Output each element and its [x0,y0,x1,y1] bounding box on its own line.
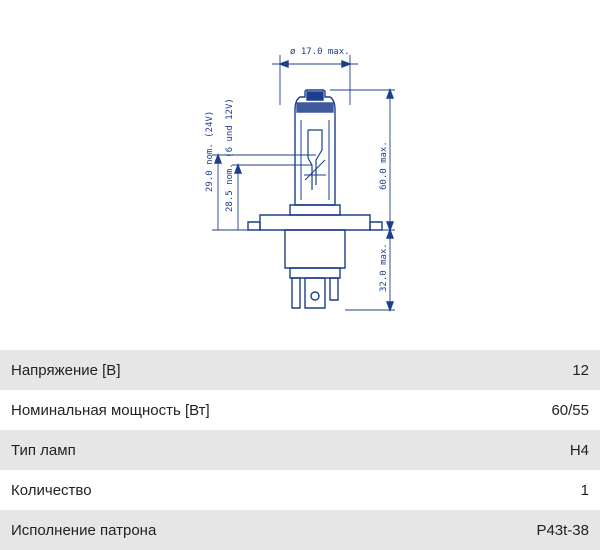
pin-left [291,277,301,309]
flange-tab-left [247,221,261,231]
bulb-drawing-svg: ø 17.0 max. 60.0 max. 32.0 max. 29.0 nom… [205,47,395,312]
dim-focal-24v-label: 29.0 nom. (24V) [205,111,215,192]
spec-label: Тип ламп [11,441,76,459]
bulb-base [284,229,346,269]
bulb-top-shading [296,102,334,113]
spec-row-quantity: Количество 1 [0,470,600,510]
bulb-technical-drawing: ø 17.0 max. 60.0 max. 32.0 max. 29.0 nom… [205,47,395,312]
spec-value: 1 [580,481,589,499]
bulb-flange [259,214,371,231]
dim-focal-12v-label: 28.5 nom. (6 und 12V) [225,98,235,212]
spec-value: 60/55 [551,401,589,419]
flange-tab-right [369,221,383,231]
spec-label: Количество [11,481,92,499]
base-lower [289,267,341,279]
spec-row-socket: Исполнение патрона P43t-38 [0,510,600,550]
spec-row-voltage: Напряжение [В] 12 [0,350,600,390]
spec-label: Напряжение [В] [11,361,121,379]
spec-row-power: Номинальная мощность [Вт] 60/55 [0,390,600,430]
dim-focal-arrow-a [213,153,223,164]
pin-center [304,277,326,309]
dim-base-arrow-top [385,228,395,239]
dim-base-label: 32.0 max. [379,243,389,292]
dim-height-arrow-bottom [385,221,395,232]
spec-value: H4 [569,441,589,459]
spec-value: P43t-38 [536,521,589,539]
dim-focal-arrow-b [233,163,243,174]
pin-hole [310,291,320,301]
bulb-collar [289,204,341,216]
spec-label: Исполнение патрона [11,521,157,539]
spec-row-lamp-type: Тип ламп H4 [0,430,600,470]
filament-cup [307,129,323,190]
dim-diameter-label: ø 17.0 max. [290,47,350,57]
filament-wires [304,159,326,181]
dim-base-arrow-bottom [385,301,395,312]
spec-label: Номинальная мощность [Вт] [11,401,210,419]
specs-table: Напряжение [В] 12 Номинальная мощность [… [0,350,600,550]
dim-height-arrow-top [385,88,395,99]
bulb-glass-outline [294,89,336,206]
bulb-tip [306,91,324,101]
dim-height-label: 60.0 max. [379,141,389,190]
pin-right [329,277,339,301]
spec-value: 12 [572,361,589,379]
dim-diameter-arrow-left [278,59,289,69]
dim-diameter-arrow-right [341,59,352,69]
